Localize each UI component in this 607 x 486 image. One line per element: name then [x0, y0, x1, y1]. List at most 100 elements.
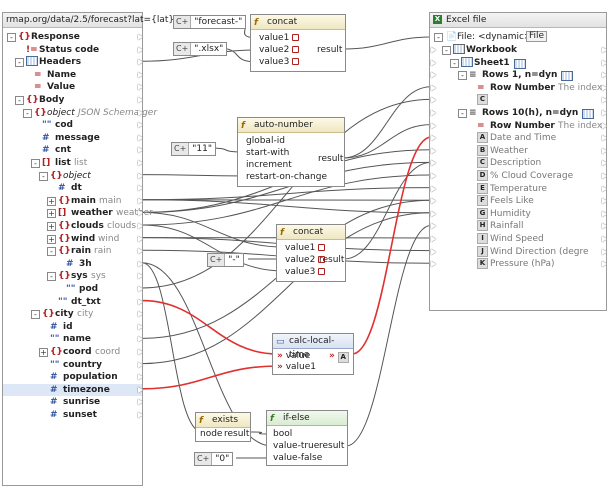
collapse-toggle[interactable]: - [47, 272, 56, 282]
input-value-true[interactable]: value-true [273, 441, 320, 451]
input-connector[interactable] [431, 59, 436, 66]
output-connector[interactable] [138, 147, 143, 154]
input-connector[interactable] [431, 97, 436, 104]
output-connector[interactable] [138, 399, 143, 406]
output-connector[interactable] [138, 210, 143, 217]
output-connector[interactable] [138, 336, 143, 343]
input-connector[interactable] [431, 185, 436, 192]
source-node-pod[interactable]: ""pod [3, 283, 143, 295]
output-connector[interactable] [138, 311, 143, 318]
source-node-dt[interactable]: #dt [3, 182, 143, 194]
input-connector[interactable] [431, 198, 436, 205]
wire-concat-to-file[interactable] [343, 36, 432, 50]
source-node-sunset[interactable]: #sunset [3, 409, 143, 421]
target-node-sheet1[interactable]: -Sheet1 [430, 56, 607, 69]
expand-toggle[interactable]: + [47, 196, 56, 206]
target-node-c[interactable]: C [430, 94, 607, 106]
output-connector[interactable] [602, 210, 607, 217]
collapse-toggle[interactable]: - [31, 310, 40, 320]
expand-toggle[interactable]: + [47, 234, 56, 244]
output-connector[interactable] [602, 185, 607, 192]
output-connector[interactable] [138, 374, 143, 381]
output-connector[interactable] [602, 135, 607, 142]
output-connector[interactable] [138, 34, 143, 40]
source-node-country[interactable]: ""country [3, 359, 143, 371]
table-icon[interactable] [514, 58, 526, 69]
output-connector[interactable] [138, 71, 143, 78]
remove-input-icon[interactable] [292, 46, 300, 53]
input-connector[interactable] [431, 261, 436, 268]
input-node[interactable]: node [200, 429, 223, 439]
output-connector[interactable] [602, 59, 607, 66]
output-connector[interactable] [138, 122, 143, 129]
collapse-toggle[interactable]: - [15, 58, 24, 68]
wire-weather-to-concat2[interactable] [141, 211, 285, 248]
collapse-toggle[interactable]: - [434, 33, 443, 42]
expand-toggle[interactable]: + [47, 222, 56, 231]
output-connector[interactable] [602, 122, 607, 129]
wire-source-to-column-2[interactable] [141, 199, 432, 214]
collapse-toggle[interactable]: - [7, 33, 16, 42]
input-connector[interactable] [431, 47, 436, 53]
wire-autonumber-to-rownumber-2[interactable] [342, 124, 432, 159]
wire-concat2-to-description[interactable] [343, 161, 432, 260]
table-icon[interactable] [582, 109, 594, 119]
input-increment[interactable]: increment [246, 160, 292, 170]
remove-input-icon[interactable] [292, 58, 300, 65]
collapse-toggle[interactable]: - [450, 58, 459, 68]
input-value3[interactable]: value3 [285, 266, 328, 278]
output-connector[interactable] [138, 273, 143, 280]
source-node-population[interactable]: #population [3, 371, 143, 383]
source-node-object[interactable]: -{}object [3, 170, 143, 182]
output-result[interactable]: result [318, 154, 344, 164]
output-connector[interactable] [138, 248, 143, 255]
wire-ifelse-to-rainfall[interactable] [345, 224, 432, 447]
input-connector[interactable] [431, 72, 436, 79]
output-connector[interactable] [602, 84, 607, 91]
source-node-cod[interactable]: ""cod [3, 119, 143, 131]
output-connector[interactable] [602, 198, 607, 205]
output-connector[interactable] [138, 109, 143, 116]
output-connector[interactable] [138, 160, 143, 166]
output-result[interactable]: result [224, 429, 250, 439]
output-connector[interactable] [138, 197, 143, 204]
collapse-toggle[interactable]: - [442, 46, 451, 55]
output-connector[interactable] [138, 349, 143, 355]
output-result[interactable]: result [319, 441, 345, 451]
input-connector[interactable] [431, 110, 436, 116]
input-value1[interactable]: value1 [259, 32, 302, 44]
output-connector[interactable] [602, 72, 607, 79]
wire-calclocal-to-datetime[interactable] [351, 136, 432, 355]
collapse-toggle[interactable]: - [31, 159, 40, 168]
collapse-toggle[interactable]: - [47, 247, 56, 257]
collapse-toggle[interactable]: - [458, 71, 467, 81]
wire-3h-to-exists[interactable] [141, 262, 203, 433]
target-node-workbook[interactable]: -Workbook [430, 44, 607, 56]
input-value1[interactable]: value1 [285, 242, 328, 254]
output-connector[interactable] [138, 386, 143, 393]
input-connector[interactable] [431, 223, 436, 230]
source-node-dt-txt[interactable]: ""dt_txt [3, 296, 143, 308]
output-connector[interactable] [138, 84, 143, 91]
input-connector[interactable] [431, 236, 436, 242]
table-icon[interactable] [561, 71, 573, 82]
output-connector[interactable] [138, 97, 143, 103]
collapse-toggle[interactable]: - [458, 109, 467, 118]
input-value1[interactable]: » value1 [277, 362, 317, 372]
output-connector[interactable] [602, 223, 607, 230]
expand-toggle[interactable]: + [47, 209, 56, 219]
source-node-name[interactable]: =Name [3, 69, 143, 81]
output-connector[interactable] [138, 172, 143, 179]
collapse-toggle[interactable]: - [39, 171, 48, 181]
